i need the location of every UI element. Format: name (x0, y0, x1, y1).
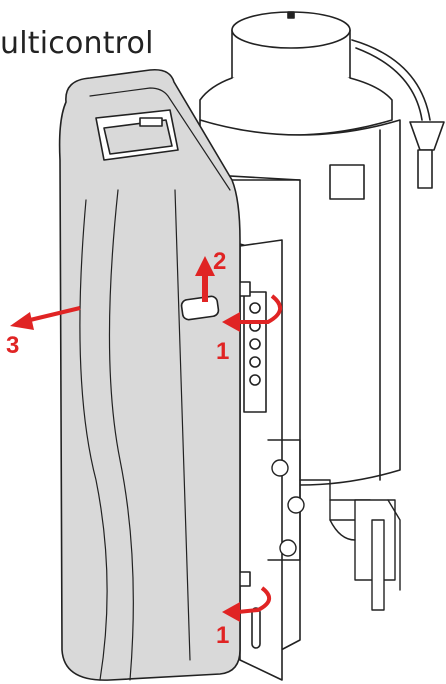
arrow-step-1-bottom (237, 586, 271, 614)
caption-text: ulticontrol (0, 26, 154, 61)
tank-cap-knob (287, 11, 295, 19)
piping (267, 439, 401, 611)
front-casing (58, 68, 241, 681)
tank-label (329, 164, 365, 200)
arrow-step-1-top (240, 294, 282, 324)
hose (351, 39, 431, 121)
tank-shoulder (199, 77, 393, 136)
handle-slot (180, 295, 220, 321)
arrow-step-2 (202, 272, 208, 302)
funnel (409, 121, 445, 151)
arrow-step-3 (29, 306, 81, 322)
step-label-1-bottom: 1 (216, 622, 230, 649)
step-label-2: 2 (213, 248, 227, 275)
step-label-1-top: 1 (216, 338, 230, 365)
step-label-3: 3 (6, 332, 20, 359)
